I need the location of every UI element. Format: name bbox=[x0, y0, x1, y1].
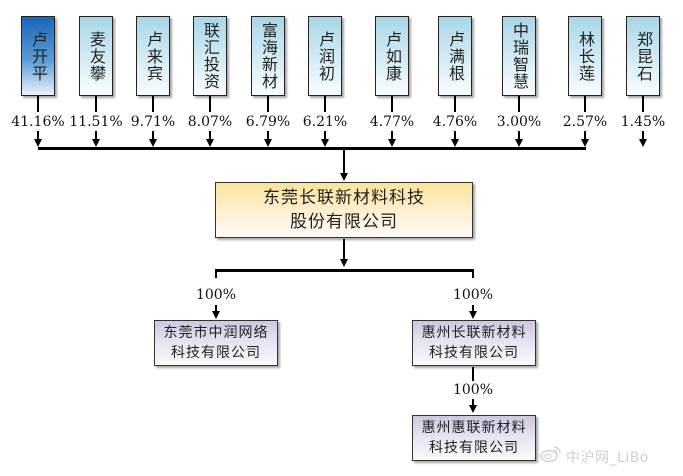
shareholding-pct-label: 8.07% bbox=[187, 114, 233, 130]
ownership-pct-label: 100% bbox=[452, 382, 494, 398]
shareholder-name: 麦友攀 bbox=[87, 30, 106, 82]
arrow-down-icon bbox=[581, 139, 589, 147]
arrow-down-icon bbox=[340, 259, 348, 267]
shareholder-box: 卢来宾 bbox=[136, 16, 170, 96]
shareholder-box: 郑昆石 bbox=[626, 16, 660, 96]
connector-line bbox=[518, 131, 520, 139]
shareholder-box: 林长莲 bbox=[568, 16, 602, 96]
arrow-down-icon bbox=[92, 139, 100, 147]
shareholder-name: 联汇投资 bbox=[201, 22, 220, 90]
arrow-down-icon bbox=[206, 139, 214, 147]
arrow-down-icon bbox=[34, 139, 42, 147]
shareholder-box: 卢如康 bbox=[375, 16, 409, 96]
shareholding-pct-label: 9.71% bbox=[130, 114, 176, 130]
connector-line bbox=[152, 131, 154, 139]
connector-line bbox=[324, 96, 326, 112]
connector-line bbox=[343, 148, 345, 173]
shareholding-pct-label: 11.51% bbox=[69, 114, 123, 130]
ownership-pct-label: 100% bbox=[195, 287, 237, 303]
shareholding-pct-label: 1.45% bbox=[620, 114, 666, 130]
subsidiary-box: 东莞市中润网络 科技有限公司 bbox=[154, 320, 278, 366]
connector-line bbox=[37, 96, 39, 112]
shareholder-bus-line bbox=[38, 147, 586, 150]
connector-line bbox=[267, 131, 269, 139]
connector-line bbox=[391, 96, 393, 112]
shareholding-pct-label: 6.79% bbox=[245, 114, 291, 130]
subsidiary-name-line1: 东莞市中润网络 bbox=[163, 325, 269, 341]
subsidiary-box: 惠州长联新材料 科技有限公司 bbox=[412, 320, 536, 366]
connector-line bbox=[37, 131, 39, 139]
subsidiary-name-line2: 科技有限公司 bbox=[429, 440, 519, 456]
connector-line bbox=[642, 96, 644, 112]
shareholder-name: 中瑞智慧 bbox=[510, 22, 529, 90]
shareholder-box: 中瑞智慧 bbox=[502, 16, 536, 96]
shareholder-box: 联汇投资 bbox=[193, 16, 227, 96]
subsidiary-name-line1: 惠州惠联新材料 bbox=[421, 420, 527, 436]
connector-line bbox=[472, 399, 474, 405]
shareholding-pct-label: 4.76% bbox=[432, 114, 478, 130]
subsidiary-name-line2: 科技有限公司 bbox=[429, 345, 519, 361]
watermark-text: 中沪网_LiBo bbox=[566, 450, 649, 466]
shareholding-pct-label: 3.00% bbox=[496, 114, 542, 130]
shareholder-box: 富海新材 bbox=[251, 16, 285, 96]
shareholder-box: 麦友攀 bbox=[79, 16, 113, 96]
arrow-down-icon bbox=[264, 139, 272, 147]
arrow-down-icon bbox=[212, 311, 220, 319]
connector-line bbox=[95, 96, 97, 112]
connector-line bbox=[95, 131, 97, 139]
shareholder-name: 卢润初 bbox=[316, 30, 335, 82]
connector-line bbox=[343, 239, 345, 259]
shareholder-name: 卢满根 bbox=[446, 30, 465, 82]
connector-line bbox=[584, 131, 586, 139]
sub-subsidiary-box: 惠州惠联新材料 科技有限公司 bbox=[412, 415, 536, 461]
connector-line bbox=[584, 96, 586, 112]
shareholder-name: 富海新材 bbox=[259, 22, 278, 90]
connector-line bbox=[209, 96, 211, 112]
company-name-line1: 东莞长联新材料科技 bbox=[263, 188, 425, 208]
connector-line bbox=[209, 131, 211, 139]
connector-line bbox=[454, 131, 456, 139]
connector-line bbox=[152, 96, 154, 112]
ownership-pct-label: 100% bbox=[452, 287, 494, 303]
connector-line bbox=[642, 131, 644, 139]
connector-line bbox=[454, 96, 456, 112]
shareholder-name: 卢来宾 bbox=[144, 30, 163, 82]
connector-line bbox=[472, 305, 474, 311]
shareholding-pct-label: 2.57% bbox=[562, 114, 608, 130]
arrow-down-icon bbox=[515, 139, 523, 147]
arrow-down-icon bbox=[149, 139, 157, 147]
connector-line bbox=[324, 131, 326, 139]
arrow-down-icon bbox=[469, 405, 477, 413]
subsidiary-name-line2: 科技有限公司 bbox=[171, 345, 261, 361]
weibo-icon bbox=[540, 446, 561, 463]
shareholder-box: 卢满根 bbox=[438, 16, 472, 96]
company-box: 东莞长联新材料科技 股份有限公司 bbox=[215, 182, 473, 238]
connector-line bbox=[472, 367, 474, 381]
arrow-down-icon bbox=[321, 139, 329, 147]
connector-line bbox=[215, 269, 217, 278]
shareholder-box: 卢润初 bbox=[308, 16, 342, 96]
arrow-down-icon bbox=[340, 173, 348, 181]
shareholder-name: 卢开平 bbox=[29, 30, 48, 82]
arrow-down-icon bbox=[639, 139, 647, 147]
shareholder-name: 卢如康 bbox=[383, 30, 402, 82]
shareholder-name: 林长莲 bbox=[576, 30, 595, 82]
arrow-down-icon bbox=[469, 311, 477, 319]
arrow-down-icon bbox=[451, 139, 459, 147]
shareholding-pct-label: 6.21% bbox=[302, 114, 348, 130]
connector-line bbox=[472, 269, 474, 278]
connector-line bbox=[267, 96, 269, 112]
company-name-line2: 股份有限公司 bbox=[290, 212, 398, 232]
connector-line bbox=[391, 131, 393, 139]
subsidiary-bus-line bbox=[215, 269, 474, 272]
arrow-down-icon bbox=[388, 139, 396, 147]
shareholder-name: 郑昆石 bbox=[634, 30, 653, 82]
shareholding-pct-label: 41.16% bbox=[11, 114, 65, 130]
shareholding-pct-label: 4.77% bbox=[369, 114, 415, 130]
connector-line bbox=[215, 305, 217, 311]
connector-line bbox=[518, 96, 520, 112]
shareholder-box: 卢开平 bbox=[21, 16, 55, 96]
subsidiary-name-line1: 惠州长联新材料 bbox=[421, 325, 527, 341]
